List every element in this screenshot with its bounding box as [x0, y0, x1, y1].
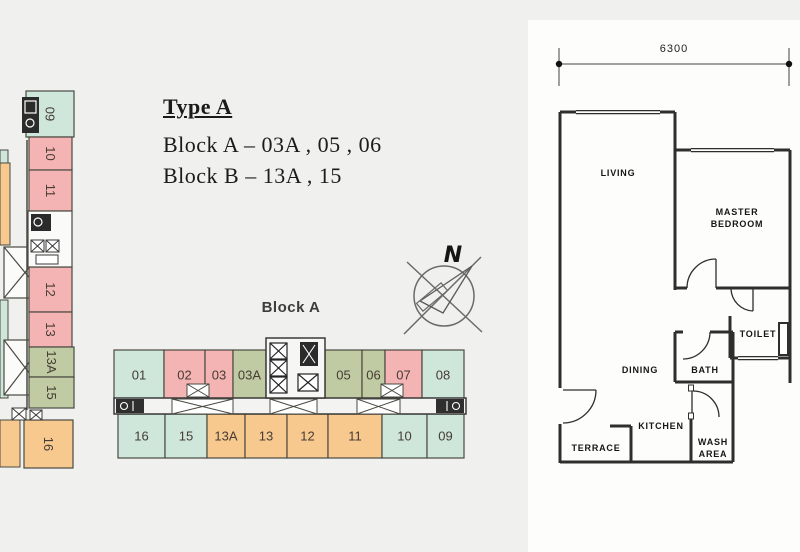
dimension-dot [785, 60, 793, 68]
block-b-top-lift-icon [22, 97, 39, 133]
block-a-corridor-ledges [171, 398, 401, 415]
block-a-unit-label-13: 13 [259, 429, 273, 444]
toilet-window-fixture [778, 322, 789, 356]
block-b-plan: 09 10 11 12 13 13A 15 16 [0, 90, 75, 469]
block-a-unit-label-10: 10 [397, 429, 411, 444]
block-a-title: Block A [262, 299, 321, 316]
block-b-mid-core [11, 407, 43, 421]
room-label-master-2: BEDROOM [711, 219, 764, 229]
block-b-unit-label-15: 15 [44, 385, 59, 399]
room-label-master-1: MASTER [716, 207, 759, 217]
room-label-wash-1: WASH [698, 437, 728, 447]
block-b-cropped-unit [0, 419, 21, 468]
room-label-terrace: TERRACE [571, 443, 620, 453]
block-a-unit-label-02: 02 [177, 368, 191, 383]
block-a-bottom-row: 16 15 13A 13 12 11 10 09 [117, 413, 465, 459]
block-a-unit-08 [421, 349, 465, 401]
floor-plan-walls [558, 110, 792, 464]
block-a-core [265, 337, 326, 399]
room-label-dining: DINING [622, 365, 658, 375]
block-a-unit-05 [324, 349, 363, 401]
block-a-unit-label-06: 06 [366, 368, 380, 383]
block-a-unit-label-03A: 03A [238, 368, 261, 383]
block-a-unit-label-03: 03 [212, 368, 226, 383]
block-a-unit-label-01: 01 [132, 368, 146, 383]
north-arrow-pointer [418, 265, 473, 314]
dimension-dot [555, 60, 563, 68]
type-block-b-units: Block B – 13A , 15 [163, 163, 342, 188]
floor-plan: 6300 LIVING [555, 43, 793, 464]
floor-plan-panel [528, 20, 800, 552]
room-label-living: LIVING [601, 168, 636, 178]
block-a-unit-label-13A: 13A [214, 429, 237, 444]
block-b-unit-label-11: 11 [43, 184, 58, 198]
block-b-unit-label-10: 10 [43, 146, 58, 160]
block-b-unit-label-09: 09 [43, 107, 58, 121]
block-b-lift-core [27, 210, 73, 268]
north-arrow-crossline [406, 261, 483, 333]
block-b-cropped-unit [0, 149, 9, 164]
block-a-unit-03A [232, 349, 267, 401]
block-a-unit-label-09: 09 [438, 429, 452, 444]
block-a-end-lifts [116, 399, 464, 413]
block-b-unit-11 [28, 169, 73, 212]
north-label: N [444, 243, 462, 268]
block-a-unit-10 [381, 413, 428, 459]
north-arrow: N [403, 243, 483, 335]
block-b-unit-13A [28, 346, 75, 378]
block-b-unit-13 [28, 311, 73, 348]
block-b-unit-label-13A: 13A [44, 350, 59, 373]
door-jambs [688, 384, 694, 420]
block-a-unit-label-05: 05 [336, 368, 350, 383]
block-a-top-row: 01 02 03 03A 05 06 07 08 [113, 349, 465, 401]
room-label-wash-2: AREA [699, 449, 728, 459]
type-block-a-units: Block A – 03A , 05 , 06 [163, 132, 382, 157]
block-b-unit-label-16: 16 [41, 437, 56, 451]
block-a-unit-label-16: 16 [134, 429, 148, 444]
block-a-unit-label-08: 08 [436, 368, 450, 383]
north-arrow-circle [413, 265, 475, 327]
room-label-kitchen: KITCHEN [638, 421, 684, 431]
block-b-units: 09 10 11 12 13 13A 15 16 [23, 90, 75, 469]
floor-plan-windows [576, 110, 778, 361]
block-a-unit-label-15: 15 [179, 429, 193, 444]
block-a-unit-label-07: 07 [396, 368, 410, 383]
door-swings [562, 258, 754, 424]
dimension-value: 6300 [660, 43, 688, 55]
block-b-unit-12 [28, 266, 73, 313]
block-b-unit-label-12: 12 [43, 282, 58, 296]
room-label-toilet: TOILET [740, 329, 777, 339]
block-a-balcony-ledges [186, 383, 404, 398]
north-arrow-base [415, 282, 449, 312]
block-a-unit-label-12: 12 [300, 429, 314, 444]
block-a-unit-label-11: 11 [348, 429, 362, 444]
block-b-unit-16 [23, 419, 74, 469]
block-b-cropped-unit [0, 162, 11, 246]
type-title: Type A [163, 94, 233, 119]
block-b-unit-label-13: 13 [43, 322, 58, 336]
block-b-unit-10 [28, 136, 73, 171]
type-legend: Type A Block A – 03A , 05 , 06 Block B –… [163, 94, 382, 191]
block-b-unit-15 [28, 376, 75, 409]
block-a-unit-01 [113, 349, 165, 401]
room-label-bath: BATH [691, 365, 719, 375]
